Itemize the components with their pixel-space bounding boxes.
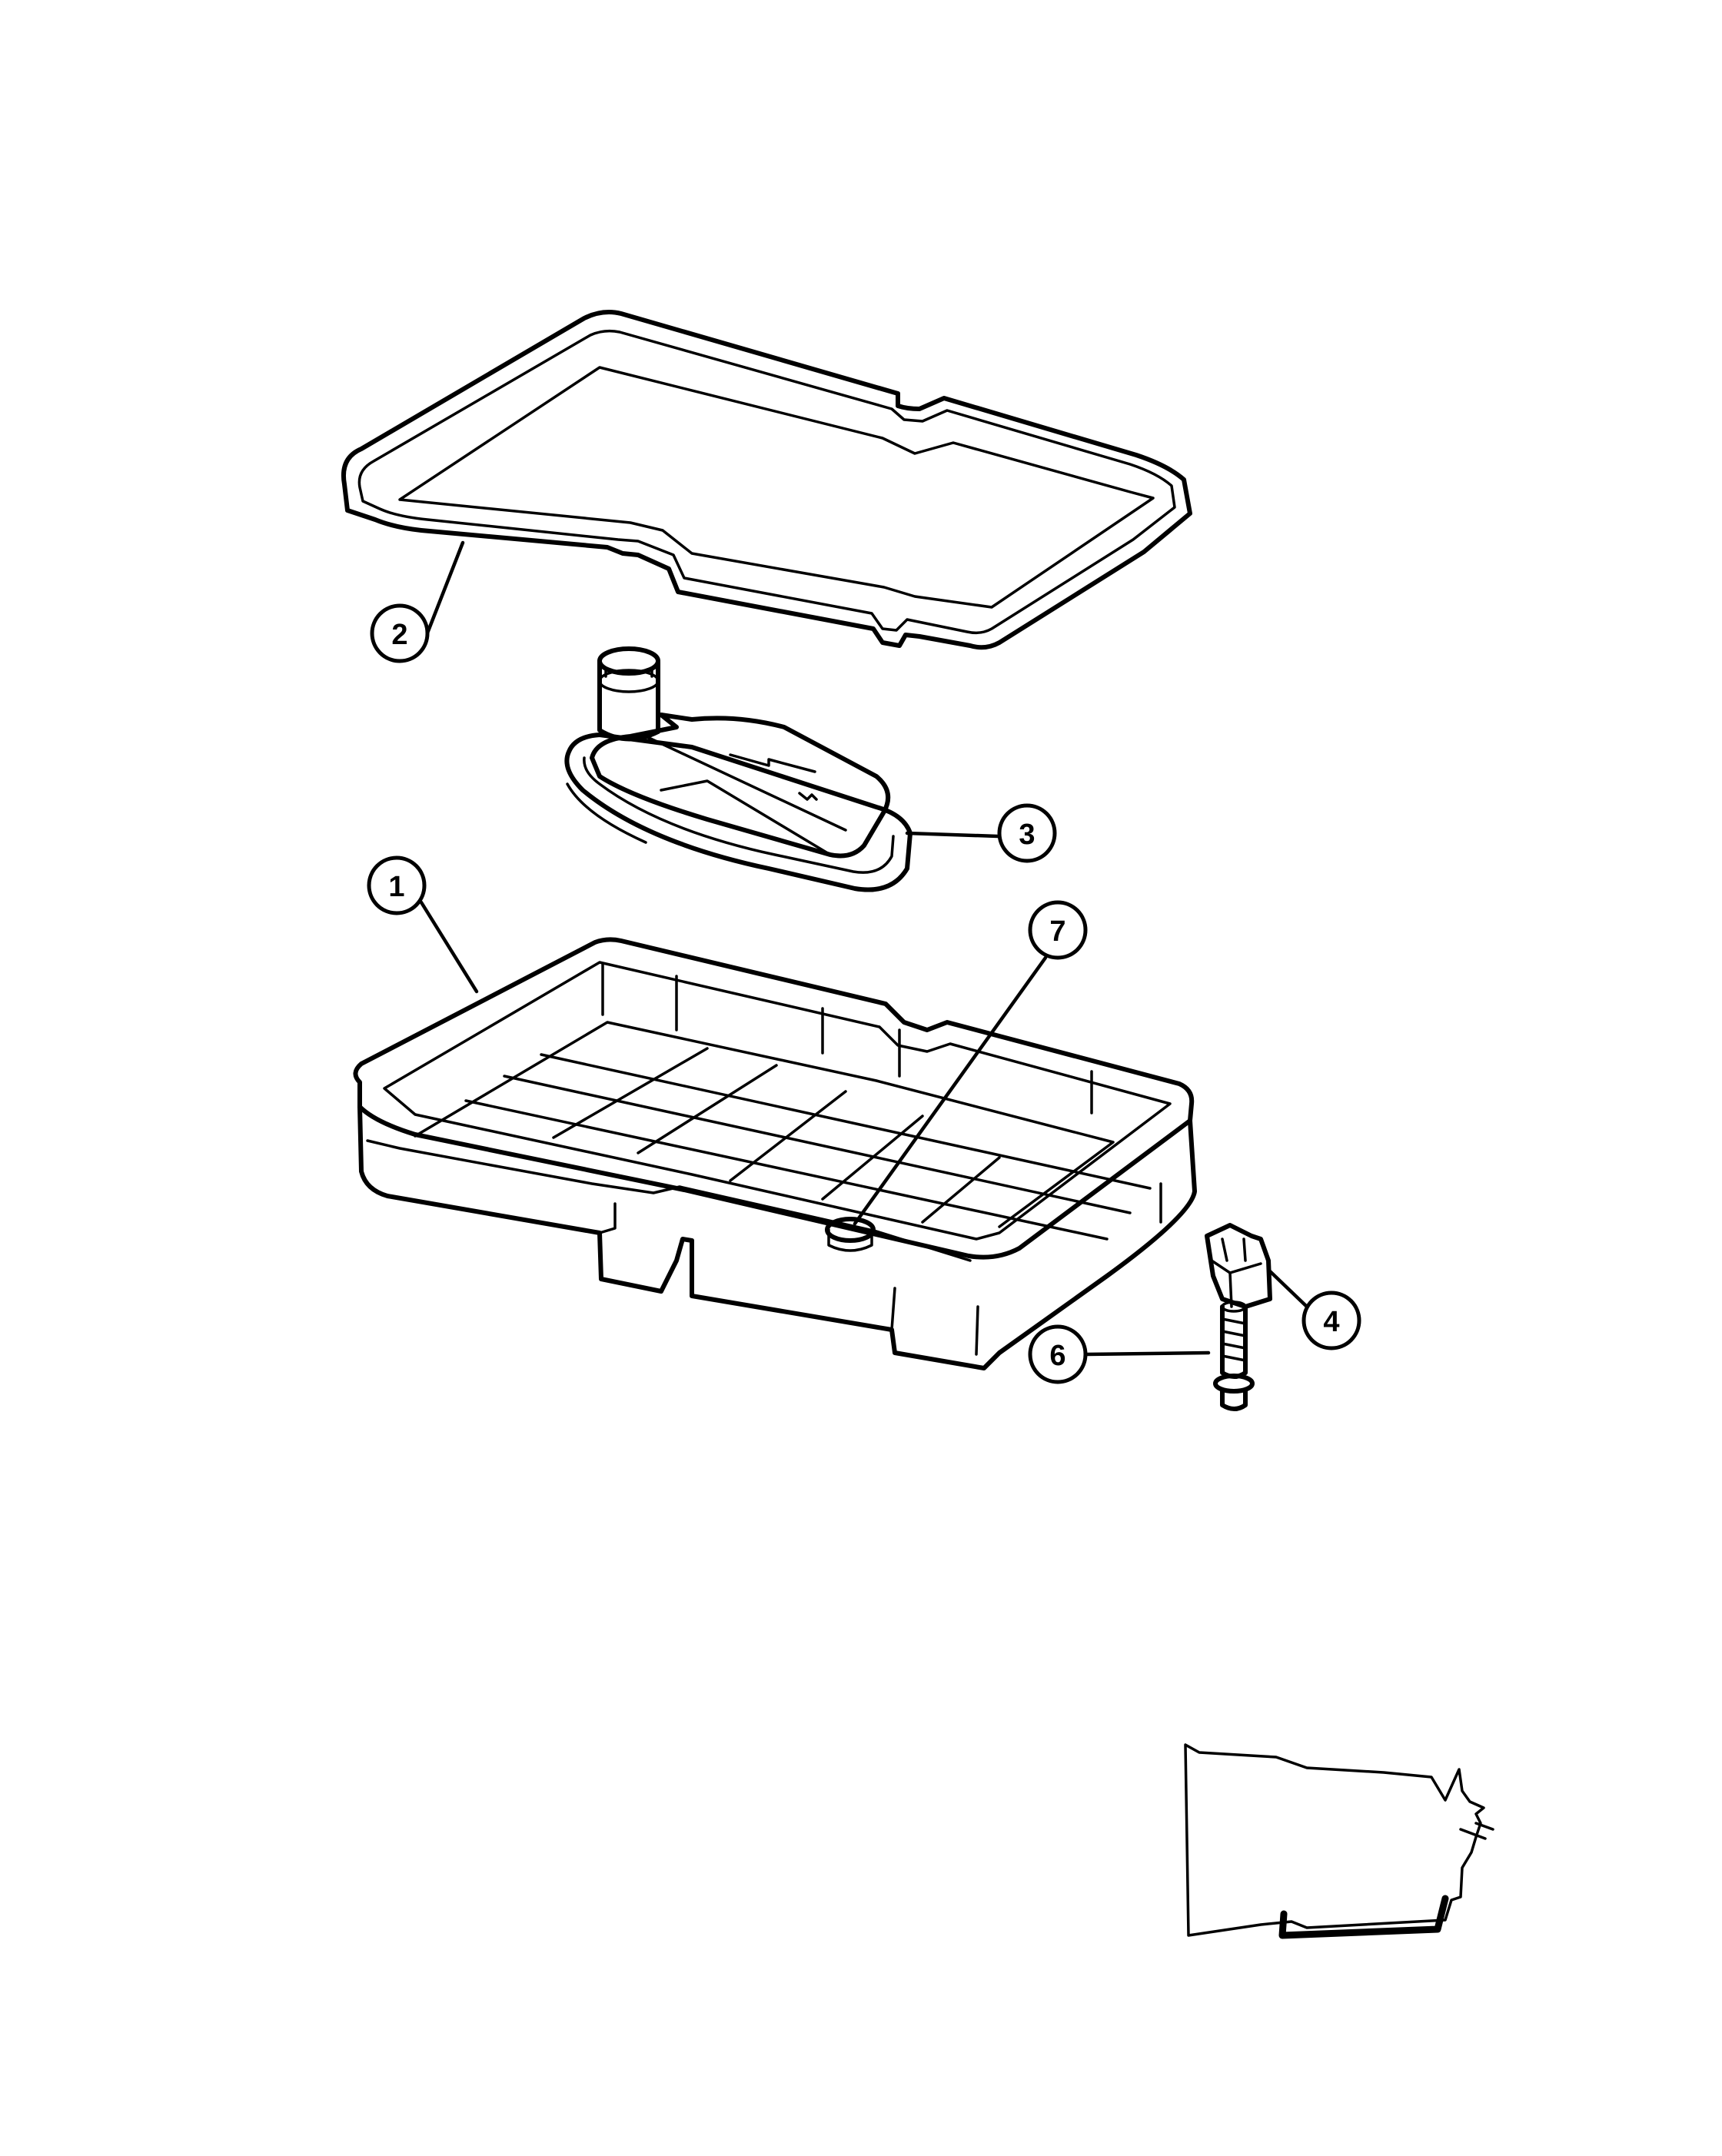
callout-3: 3 — [997, 803, 1057, 863]
oil-pan-drawing — [353, 937, 1197, 1370]
callout-6-label: 6 — [1049, 1340, 1065, 1372]
callout-7: 7 — [1028, 900, 1088, 960]
leader-4 — [1268, 1269, 1309, 1309]
callout-1-label: 1 — [388, 871, 404, 903]
callout-4: 4 — [1301, 1291, 1361, 1350]
callout-3-label: 3 — [1019, 819, 1035, 851]
nut-drawing — [1205, 1223, 1272, 1309]
bolt-drawing — [1213, 1301, 1255, 1411]
leader-6 — [1085, 1350, 1211, 1357]
pan-gasket-drawing — [341, 310, 1192, 650]
oil-filter-drawing — [564, 646, 913, 892]
callout-7-label: 7 — [1049, 915, 1065, 948]
callout-4-label: 4 — [1323, 1306, 1339, 1338]
callout-2: 2 — [370, 603, 430, 663]
callout-1: 1 — [367, 855, 427, 915]
callout-2-label: 2 — [391, 619, 407, 651]
leader-3 — [905, 831, 1000, 839]
leader-1 — [419, 900, 479, 994]
transmission-locator-drawing — [1184, 1743, 1494, 1939]
leader-7 — [853, 955, 1048, 1226]
callout-6: 6 — [1028, 1324, 1088, 1384]
